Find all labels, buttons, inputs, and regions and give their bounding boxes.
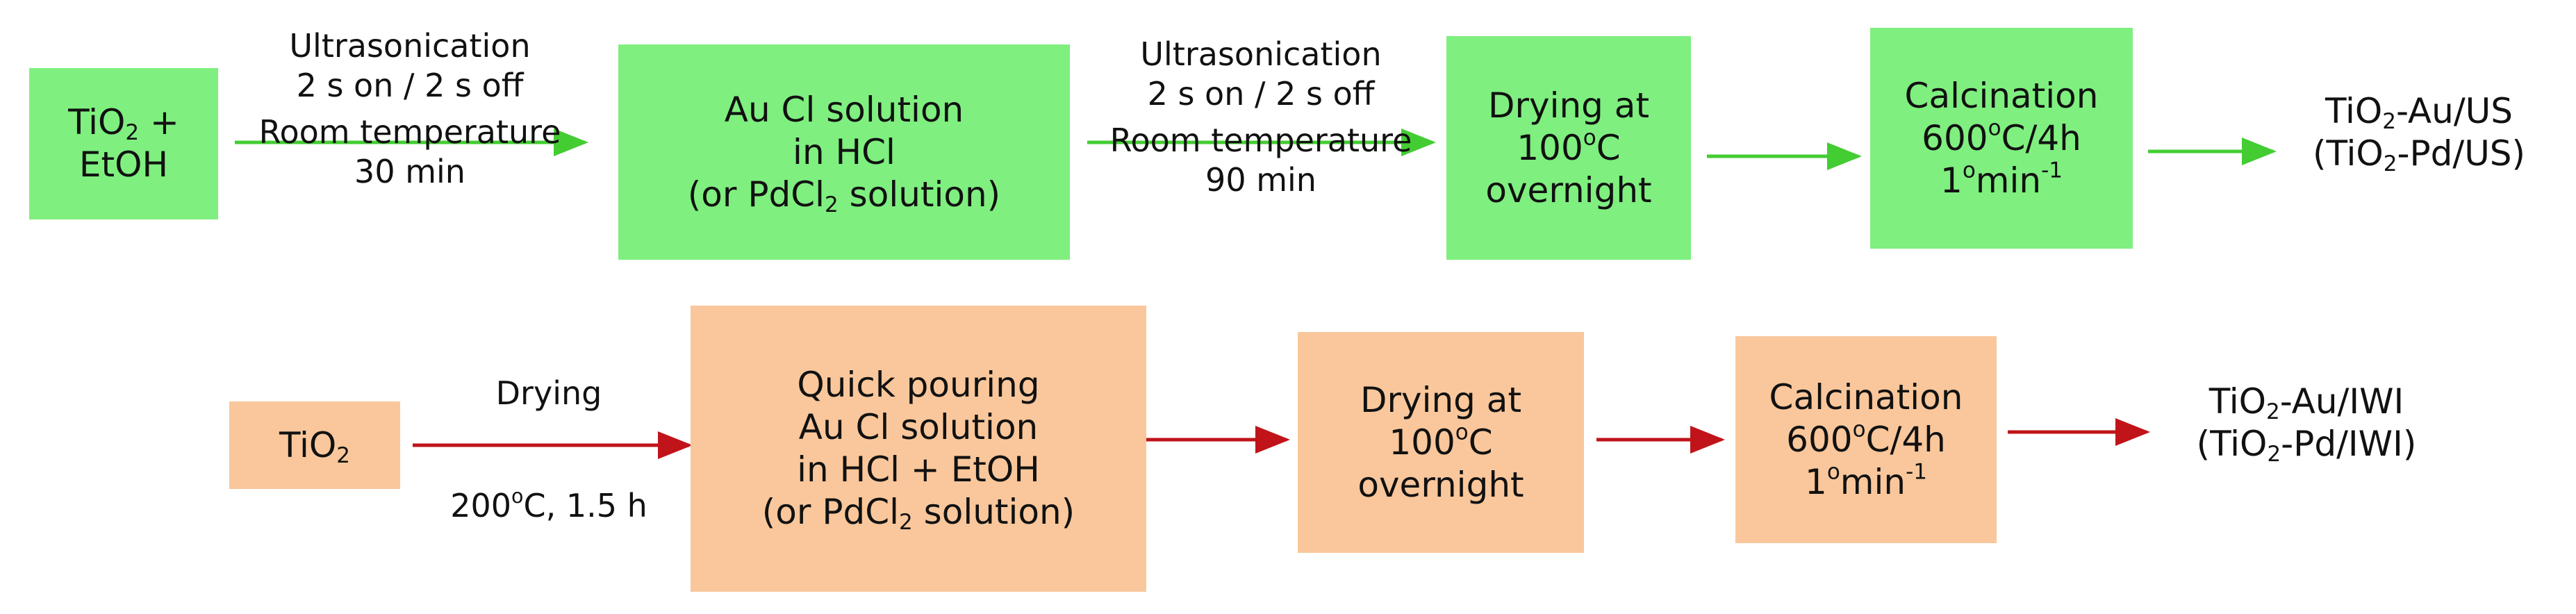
iwi-drying-box: Drying at 100oC overnight: [1298, 332, 1584, 553]
us-au-solution-line3: (or PdCl2 solution): [687, 174, 1001, 217]
us-drying-box: Drying at 100oC overnight: [1446, 36, 1691, 260]
iwi-step1-top: Drying: [495, 374, 602, 412]
iwi-calcination-temp: 600oC/4h: [1786, 416, 1946, 460]
us-calcination-rate: 1omin-1: [1940, 157, 2063, 201]
us-start-line1: TiO2 +: [68, 102, 179, 145]
iwi-au-solution-box: Quick pouring Au Cl solution in HCl + Et…: [691, 306, 1146, 592]
iwi-start-box: TiO2: [229, 401, 400, 489]
iwi-drying-temp: 100oC: [1389, 419, 1493, 463]
us-step1-label: Ultrasonication 2 s on / 2 s off Room te…: [258, 27, 561, 191]
us-calcination-temp: 600oC/4h: [1922, 115, 2081, 158]
iwi-au-solution-line4: (or PdCl2 solution): [761, 492, 1075, 535]
us-start-line2: EtOH: [79, 144, 169, 185]
iwi-calcination-box: Calcination 600oC/4h 1omin-1: [1735, 336, 1997, 543]
iwi-result: TiO2-Au/IWI (TiO2-Pd/IWI): [2196, 381, 2417, 467]
us-drying-temp: 100oC: [1517, 124, 1621, 168]
iwi-step1-bottom: 200oC, 1.5 h: [450, 485, 647, 524]
us-au-solution-box: Au Cl solution in HCl (or PdCl2 solution…: [618, 44, 1070, 260]
us-calcination-box: Calcination 600oC/4h 1omin-1: [1870, 28, 2133, 249]
us-result: TiO2-Au/US (TiO2-Pd/US): [2312, 91, 2526, 176]
iwi-calcination-rate: 1omin-1: [1805, 458, 1927, 502]
us-step2-label: Ultrasonication 2 s on / 2 s off Room te…: [1109, 35, 1412, 199]
us-start-box: TiO2 + EtOH: [29, 68, 218, 219]
